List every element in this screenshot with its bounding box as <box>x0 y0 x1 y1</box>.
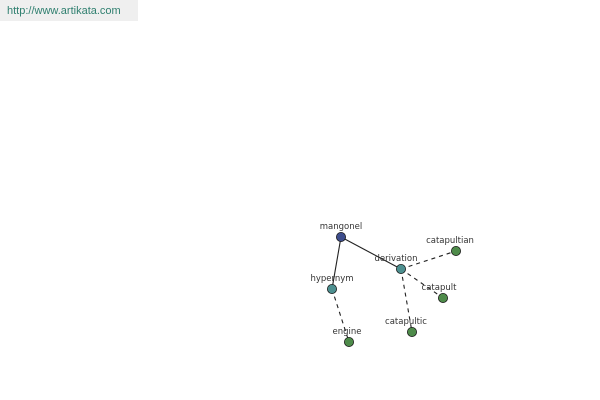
graph-edges <box>331 236 457 343</box>
node-derivation[interactable] <box>395 263 406 274</box>
node-engine[interactable] <box>343 336 354 347</box>
graph-labels: mangonel hypernym derivation engine catapult… <box>310 222 473 337</box>
edge-mangonel-derivation <box>340 236 402 270</box>
node-label-catapultian: catapultian <box>426 236 474 246</box>
node-label-catapultic: catapultic <box>385 317 427 327</box>
node-label-engine: engine <box>333 327 362 337</box>
edge-derivation-catapultic <box>400 268 413 333</box>
edge-derivation-catapult <box>400 268 444 299</box>
node-catapult[interactable] <box>437 292 448 303</box>
node-catapultian[interactable] <box>450 245 461 256</box>
node-catapultic[interactable] <box>406 326 417 337</box>
artikata-url-link[interactable]: http://www.artikata.com <box>0 0 138 21</box>
node-mangonel[interactable] <box>335 231 346 242</box>
node-label-catapult: catapult <box>422 283 458 293</box>
node-label-mangonel: mangonel <box>320 222 362 232</box>
edge-hypernym-engine <box>331 288 350 343</box>
node-label-hypernym: hypernym <box>310 274 353 284</box>
node-label-derivation: derivation <box>374 254 417 264</box>
graph-nodes <box>326 231 461 347</box>
node-hypernym[interactable] <box>326 283 337 294</box>
edge-derivation-catapultian <box>400 250 457 270</box>
edge-mangonel-hypernym <box>331 236 342 290</box>
